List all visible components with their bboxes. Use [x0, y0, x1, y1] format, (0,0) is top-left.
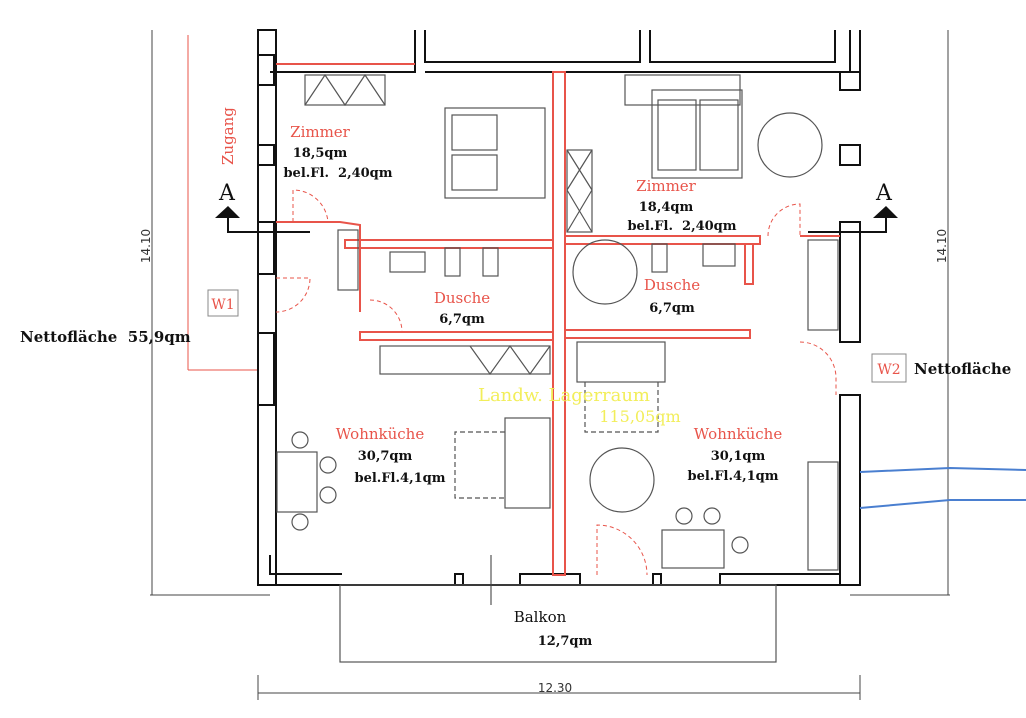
- pipes: [859, 466, 1026, 509]
- furniture: [276, 73, 839, 571]
- w1-shower-area: 6,7qm: [439, 312, 485, 327]
- w2-kitchen-name: Wohnküche: [694, 425, 783, 443]
- width-dimension: 12.30: [538, 681, 572, 695]
- w1-kitchen-usable: bel.Fl.4,1qm: [355, 471, 446, 486]
- w2-bedroom-usable: bel.Fl. 2,40qm: [627, 219, 736, 234]
- w1-kitchen-area: 30,7qm: [358, 449, 413, 464]
- storage-area: 115,05qm: [599, 407, 680, 426]
- height-dimension-left: 14.10: [139, 229, 153, 263]
- section-marker-right: [808, 206, 898, 233]
- w1-bedroom-area: 18,5qm: [293, 146, 348, 161]
- access-path: [187, 35, 262, 371]
- w2-net-area: Nettofläche: [914, 360, 1011, 378]
- w2-shower-area: 6,7qm: [649, 301, 695, 316]
- access-label: Zugang: [219, 107, 237, 165]
- door-swings: [275, 189, 837, 605]
- w1-tag-box: [207, 289, 239, 317]
- w2-tag-box: [871, 353, 907, 383]
- w2-bedroom-name: Zimmer: [636, 177, 697, 195]
- exterior-walls: [257, 29, 861, 586]
- balcony-name: Balkon: [514, 608, 567, 626]
- w2-tag: W2: [877, 362, 900, 378]
- w1-net-area: Nettofläche 55,9qm: [20, 328, 191, 346]
- w1-tag: W1: [211, 297, 234, 313]
- balcony-outline: [339, 584, 777, 663]
- balcony-area: 12,7qm: [538, 634, 593, 649]
- w1-kitchen-name: Wohnküche: [336, 425, 425, 443]
- w2-kitchen-area: 30,1qm: [711, 449, 766, 464]
- w1-bedroom-name: Zimmer: [290, 123, 351, 141]
- storage-name: Landw. Lagerraum: [478, 385, 650, 406]
- w2-kitchen-usable: bel.Fl.4,1qm: [688, 469, 779, 484]
- height-dimension-right: 14.10: [935, 229, 949, 263]
- w1-shower-name: Dusche: [434, 289, 490, 307]
- interior-partitions: [276, 71, 840, 576]
- section-marker-left: [215, 206, 310, 233]
- w1-bedroom-usable: bel.Fl. 2,40qm: [283, 166, 392, 181]
- w2-shower-name: Dusche: [644, 276, 700, 294]
- section-label-left: A: [218, 181, 236, 206]
- w2-bedroom-area: 18,4qm: [639, 200, 694, 215]
- section-label-right: A: [875, 181, 893, 206]
